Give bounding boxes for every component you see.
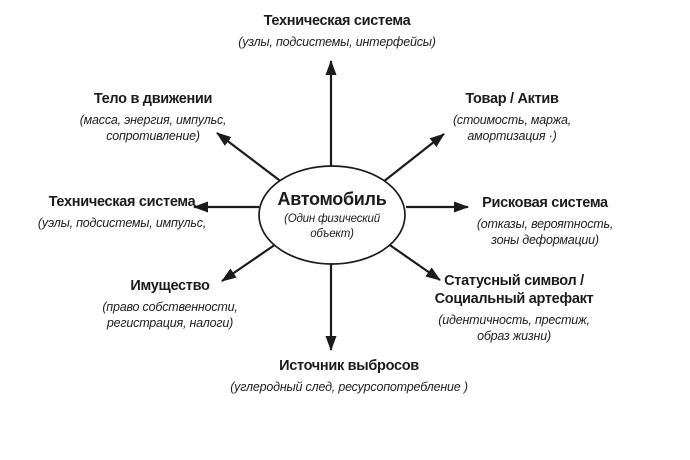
arrow-bottom-left [221,241,280,282]
spoke-title-left: Техническая система [48,194,196,210]
arrow-bottom-right [383,240,441,281]
spoke-label-top: Техническая система (узлы, подсистемы, и… [238,12,436,50]
spoke-label-bottom-left: Имущество (право собственности, регистра… [102,277,238,331]
arrow-top-left [216,132,284,184]
spoke-subtitle-bottom-right: (идентичность, престиж, образ жизни) [438,313,590,343]
spoke-title-bottom-right: Статусный символ / Социальный артефакт [434,273,594,307]
hub-label: Автомобиль (Один физический объект) [278,189,387,241]
spoke-subtitle-top-right: (стоимость, маржа, амортизация ·) [452,113,572,143]
spoke-title-top-left: Тело в движении [93,91,213,107]
spoke-title-bottom-left: Имущество [130,278,210,294]
spoke-title-bottom: Источник выбросов [279,358,419,374]
spoke-label-top-right: Товар / Актив (стоимость, маржа, амортиз… [423,90,601,144]
spoke-subtitle-left: (уэлы, подсистемы, импульс, [37,216,207,230]
spoke-subtitle-top: (узлы, подсистемы, интерфейсы) [238,35,436,49]
spoke-label-bottom: Источник выбросов (углеродный след, ресу… [230,357,468,395]
spoke-subtitle-bottom: (углеродный след, ресурсопотребление ) [230,380,468,394]
spoke-subtitle-bottom-left: (право собственности, регистрация, налог… [102,300,238,330]
spoke-title-top: Техническая система [263,13,411,29]
hub-subtitle: (Один физический объект) [284,213,380,240]
spoke-label-left: Техническая система (уэлы, подсистемы, и… [38,193,206,231]
spoke-label-top-left: Тело в движении (масса, энергия, импульс… [80,90,227,144]
spoke-subtitle-right: (отказы, вероятность, зоны деформации) [476,217,614,247]
hub-ellipse [258,165,406,265]
spoke-subtitle-top-left: (масса, энергия, импульс, сопротивление) [79,113,227,143]
spoke-label-bottom-right: Статусный символ / Социальный артефакт (… [426,272,602,344]
arrow-top-right [382,133,445,183]
hub-title: Автомобиль [277,189,387,209]
spoke-label-right: Рисковая система (отказы, вероятность, з… [473,194,618,248]
spoke-title-top-right: Товар / Актив [465,91,559,107]
spoke-title-right: Рисковая система [482,195,608,211]
